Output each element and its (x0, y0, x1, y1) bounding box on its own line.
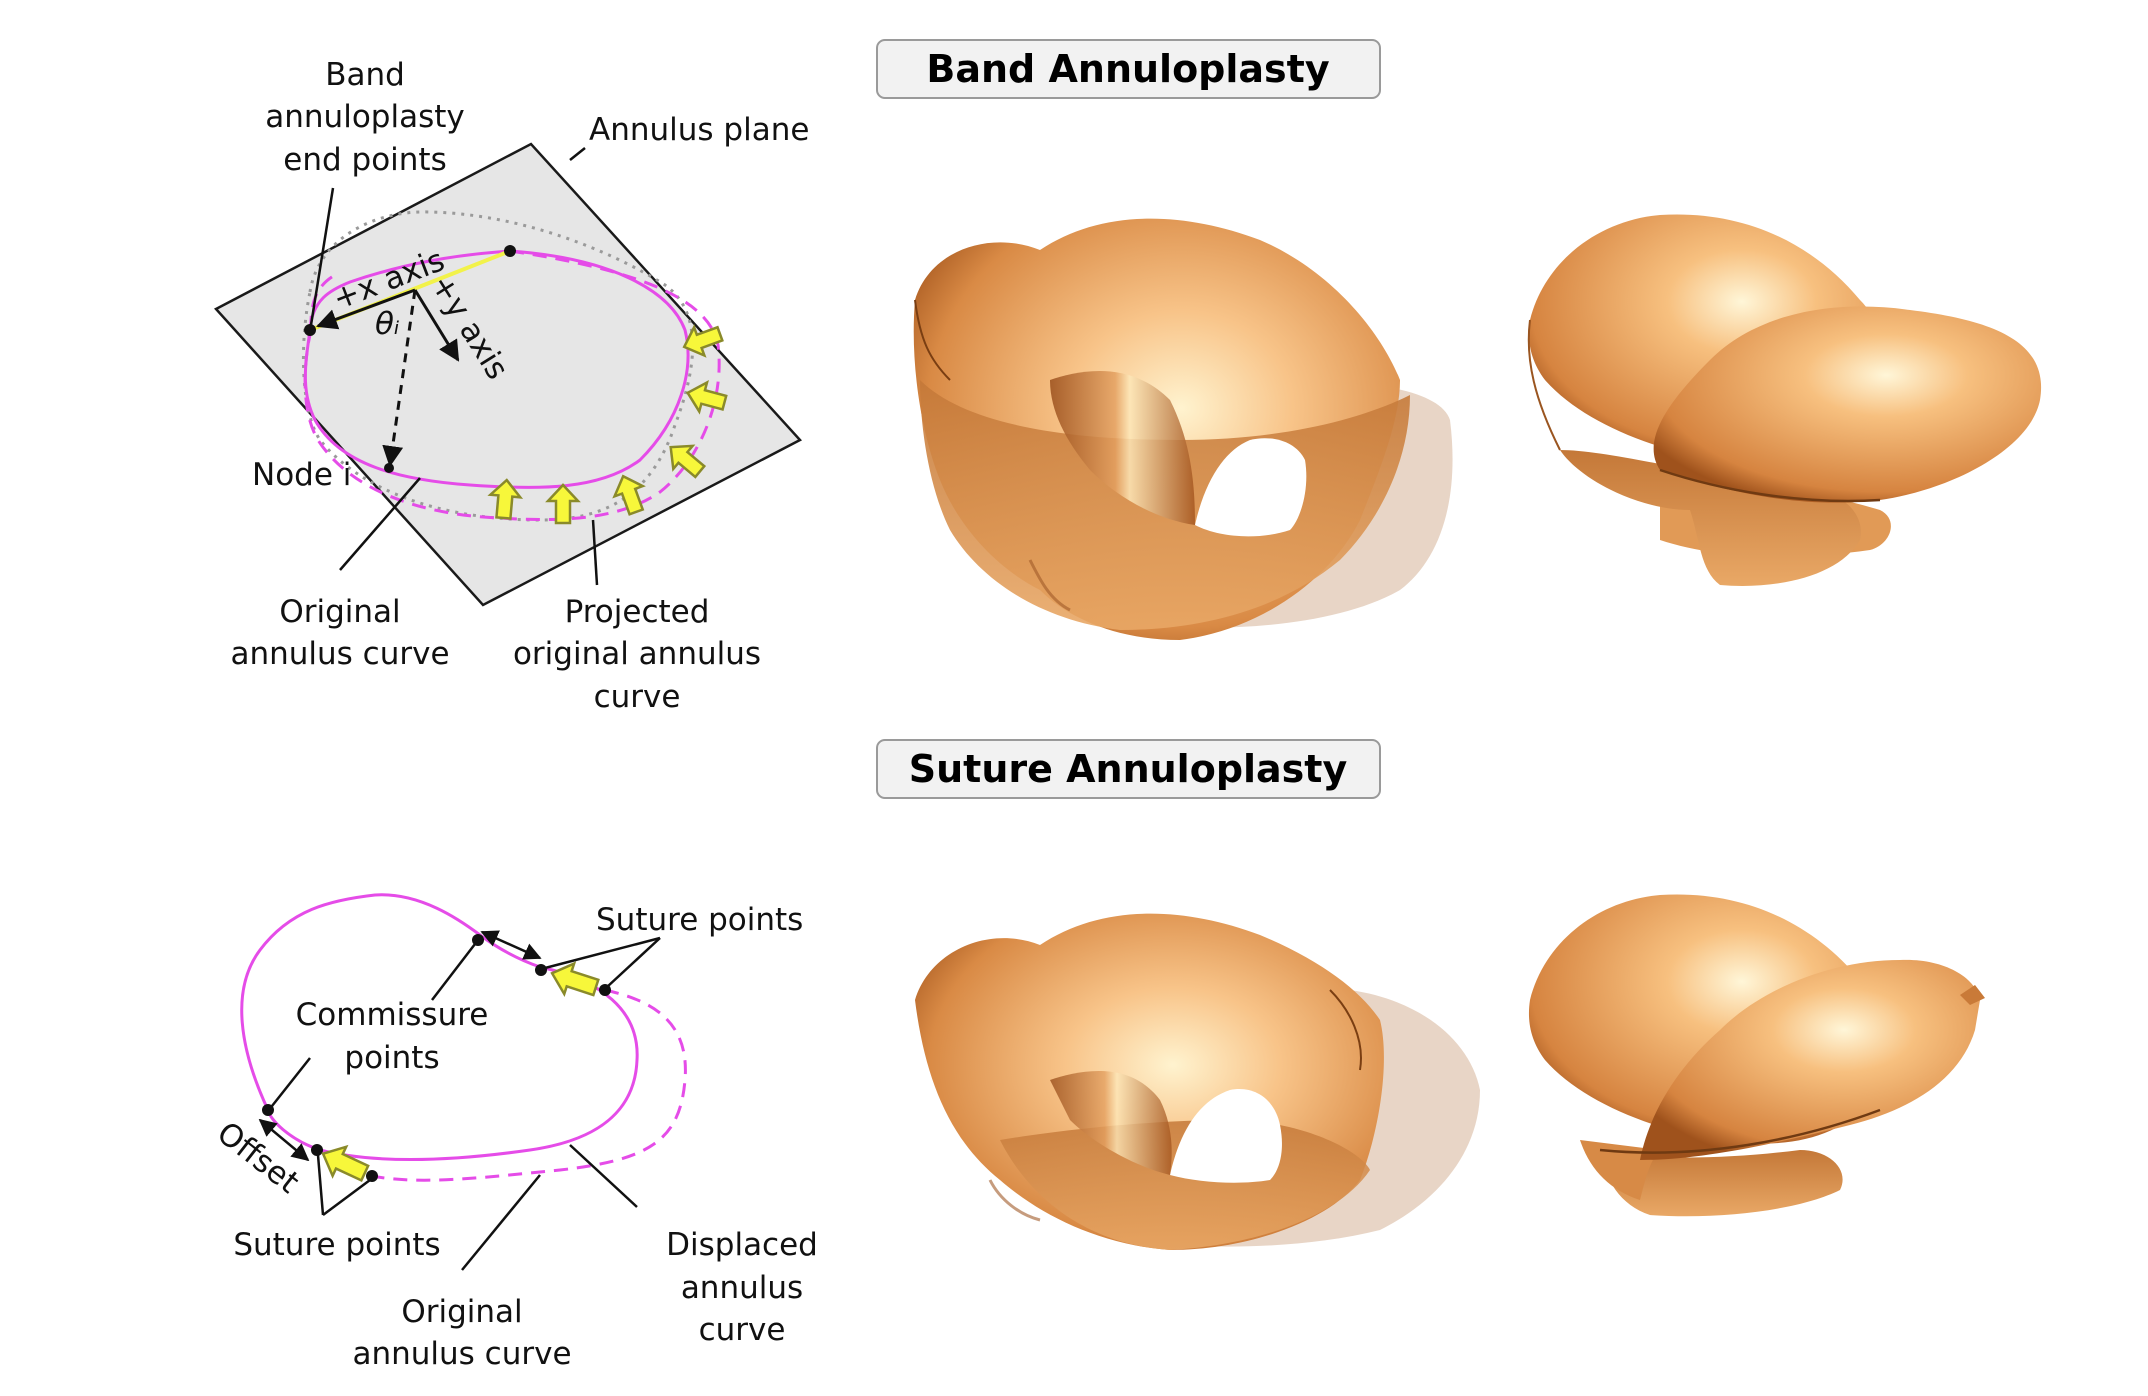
suture-original-label-1: Original (401, 1294, 522, 1330)
commissure-offset-arrow-left (258, 1118, 310, 1162)
suture-points-bottom-label: Suture points (233, 1227, 440, 1263)
projection-arrows (487, 324, 728, 525)
suture-arrow-bottom (321, 1144, 370, 1183)
suture-bottom-leader-2 (322, 1178, 371, 1217)
plane-label: Annulus plane (589, 112, 809, 148)
displaced-label-3: curve (699, 1312, 786, 1348)
suture-valve-open-render (915, 913, 1480, 1250)
band-end-point-left (304, 324, 316, 336)
suture-point-bottom-1 (311, 1144, 323, 1156)
header-suture-text: Suture Annuloplasty (909, 747, 1348, 791)
commissure-leader-left (271, 1057, 311, 1107)
projected-label-1: Projected (565, 594, 710, 630)
header-band: Band Annuloplasty (876, 39, 1381, 99)
suture-top-leader-1 (544, 936, 661, 970)
end-points-label-2: annuloplasty (265, 99, 464, 135)
band-end-point-right (504, 245, 516, 257)
suture-points-top-label: Suture points (596, 902, 803, 938)
node-dashed-line (382, 289, 417, 468)
suture-arrows (321, 961, 600, 1183)
projected-label-2: original annulus (513, 636, 761, 672)
projection-arrow-2 (685, 380, 728, 415)
displaced-label-2: annulus (681, 1270, 803, 1306)
suture-diagram: Suture points Commissure points Offset S… (210, 893, 818, 1372)
suture-point-bottom-2 (366, 1170, 378, 1182)
suture-original-label-2: annulus curve (352, 1336, 571, 1372)
end-points-leader (309, 187, 335, 326)
suture-original-curve (371, 988, 687, 1182)
commissure-leader-top (431, 943, 476, 1001)
commissure-label-1: Commissure (296, 997, 489, 1033)
projection-arrow-3 (669, 444, 707, 479)
suture-displaced-leader (569, 1144, 638, 1208)
original-label-1: Original (279, 594, 400, 630)
end-points-label-1: Band (325, 57, 405, 93)
theta-label: θᵢ (375, 306, 400, 342)
band-valve-closed-render (1527, 214, 2042, 586)
original-leader (339, 477, 421, 571)
plane-leader (569, 147, 586, 161)
projected-curve-solid (303, 249, 690, 489)
suture-bottom-leader-1 (316, 1154, 325, 1216)
commissure-label-2: points (344, 1040, 439, 1076)
x-axis-arrow (316, 288, 416, 330)
header-band-text: Band Annuloplasty (926, 47, 1329, 91)
projection-arrow-1 (682, 324, 724, 358)
original-label-2: annulus curve (230, 636, 449, 672)
end-points-label-3: end points (283, 142, 446, 178)
original-annulus-curve (301, 210, 695, 522)
band-diagram: Band annuloplasty end points Annulus pla… (213, 57, 809, 715)
band-valve-open-render (913, 218, 1453, 641)
displaced-label-1: Displaced (666, 1227, 818, 1263)
commissure-offset-arrow-top (480, 930, 542, 960)
suture-arrow-top (550, 961, 600, 998)
suture-original-leader (461, 1174, 541, 1271)
header-suture: Suture Annuloplasty (876, 739, 1381, 799)
suture-valve-closed-render (1528, 894, 1985, 1217)
projected-label-3: curve (594, 679, 681, 715)
node-label: Node i (252, 457, 351, 493)
y-axis-arrow (413, 289, 460, 362)
suture-top-leader-2 (606, 937, 661, 988)
suture-point-top-1 (535, 964, 547, 976)
projection-arrow-6 (487, 478, 524, 520)
commissure-point-left (262, 1104, 274, 1116)
offset-label: Offset (210, 1115, 306, 1201)
projection-arrow-4 (612, 474, 646, 516)
node-point (384, 463, 394, 473)
projection-arrow-5 (545, 483, 581, 525)
projected-leader (591, 519, 599, 586)
